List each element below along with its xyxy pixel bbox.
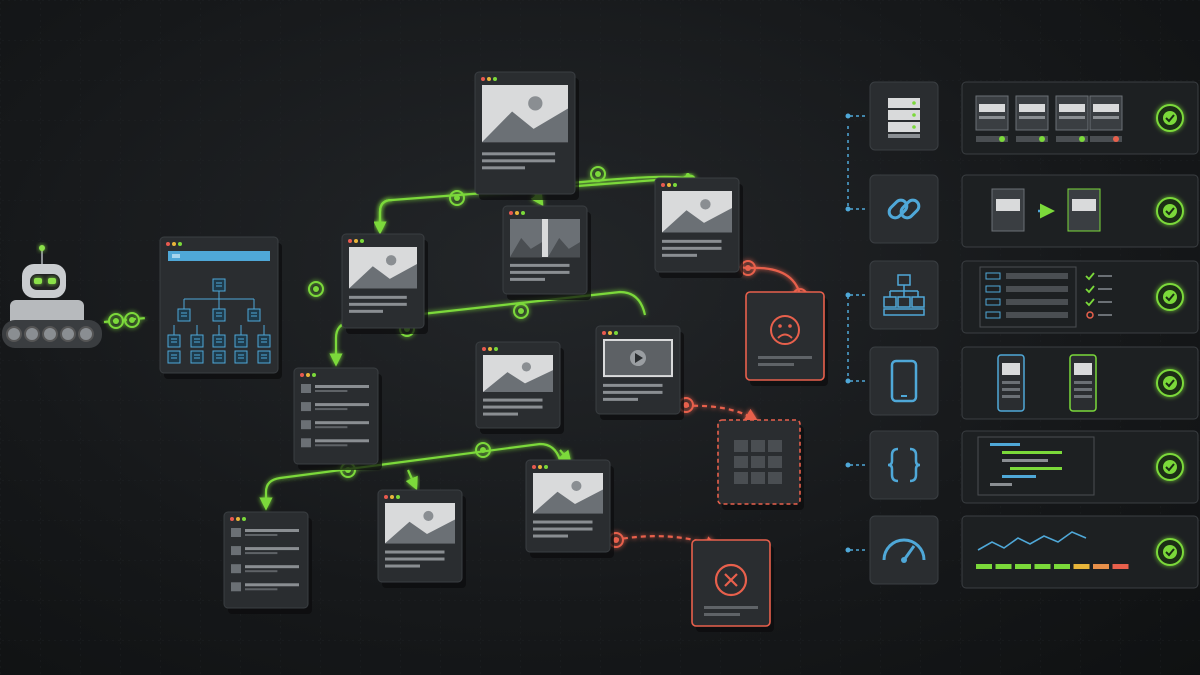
connector-dot [845, 547, 851, 553]
performance-line [977, 531, 1087, 551]
error-x-icon [714, 563, 748, 597]
curly-braces-icon [869, 430, 939, 500]
checklist-row-links [845, 174, 1199, 248]
connector-node [108, 313, 124, 329]
error-card-broken [717, 419, 804, 510]
checklist-row-servers [845, 81, 1199, 155]
connector-dot [845, 206, 851, 212]
connector-node [308, 281, 324, 297]
chain-link-icon [869, 174, 939, 244]
connector-dot [845, 462, 851, 468]
check-detail-panel [961, 260, 1199, 334]
server-stack-icon [869, 81, 939, 151]
check-detail-panel [961, 515, 1199, 589]
checklist-row-code [845, 430, 1199, 504]
crawl-link [373, 198, 393, 235]
connector-node [124, 312, 140, 328]
check-detail-panel [961, 81, 1199, 155]
connector-node [449, 190, 465, 206]
robot-crawler-icon [2, 245, 102, 348]
sitemap-card [159, 236, 282, 379]
page-card-level3-a [223, 511, 312, 614]
connector-node [590, 166, 606, 182]
root-page-card [474, 71, 579, 200]
page-card-level1-a [341, 233, 428, 334]
page-card-level2-b [475, 341, 564, 434]
page-card-level3-b [377, 489, 466, 588]
check-detail-panel [961, 174, 1199, 248]
check-detail-panel [961, 430, 1199, 504]
error-card-sad [745, 291, 828, 386]
check-detail-panel [961, 346, 1199, 420]
page-card-level3-c [525, 459, 614, 558]
connector-node [513, 303, 529, 319]
page-card-level2-c [595, 325, 684, 420]
connector-dot [845, 378, 851, 384]
checklist-row-mobile [845, 346, 1199, 420]
crawl-link [259, 442, 562, 511]
sad-face-icon [770, 315, 800, 345]
page-card-level2-a [293, 367, 382, 470]
checklist-row-performance [845, 515, 1199, 589]
crawl-link [405, 469, 418, 491]
page-card-level1-b [502, 205, 591, 300]
error-card-x [691, 539, 774, 632]
connector-dot [845, 113, 851, 119]
smartphone-icon [869, 346, 939, 416]
broken-grid-icon [734, 440, 782, 484]
hierarchy-icon [869, 260, 939, 330]
connector-node [475, 442, 491, 458]
checklist-row-structure [845, 260, 1199, 334]
page-card-level1-c [654, 177, 743, 278]
connector-dot [845, 292, 851, 298]
speedometer-icon [869, 515, 939, 585]
